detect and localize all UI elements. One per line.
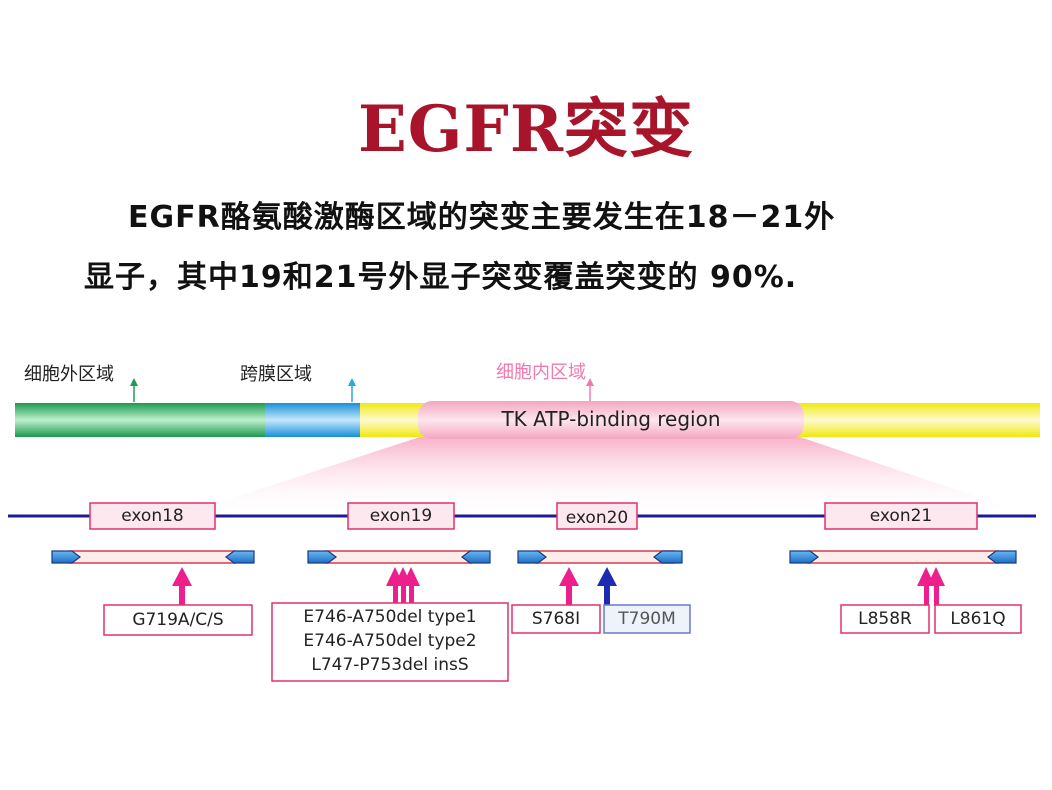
extracellular-pointer [130, 378, 138, 402]
intracellular-pointer [586, 378, 594, 402]
zoom-fan [180, 437, 1030, 515]
l861q-arrow [927, 567, 945, 606]
e746-a750del-type1-label: E746-A750del type1 [303, 607, 477, 627]
exon19-del-arrows [386, 567, 420, 606]
l861q-box [934, 604, 1022, 634]
g719-box [103, 604, 253, 636]
exon20-region-bar [517, 550, 683, 564]
exon19-label: exon19 [369, 506, 433, 526]
exon19-del-box [271, 602, 509, 682]
exon18-region-bar [51, 550, 255, 564]
l747-p753del-inss-label: L747-P753del insS [311, 655, 469, 675]
exon20-box [556, 502, 638, 530]
intracellular-label: 细胞内区域 [496, 362, 586, 383]
exon20-label: exon20 [565, 508, 629, 528]
exon21-region-bar [789, 550, 1017, 564]
extracellular-domain [15, 403, 265, 437]
description-line-1: EGFR酪氨酸激酶区域的突变主要发生在18－21外 [128, 200, 836, 235]
exon19-region-bar [307, 550, 491, 564]
page-title: EGFR突变 [357, 92, 695, 167]
l858r-arrow [917, 567, 935, 606]
tk-region-label: TK ATP-binding region [501, 407, 721, 431]
l861q-label: L861Q [950, 609, 1006, 629]
s768i-arrow [559, 567, 579, 606]
g719-label: G719A/C/S [132, 610, 224, 630]
transmembrane-pointer [348, 378, 356, 402]
exon18-label: exon18 [121, 506, 184, 526]
l858r-label: L858R [858, 609, 912, 629]
tk-atp-binding-region [418, 401, 804, 439]
exon21-box [824, 502, 978, 530]
g719-arrow [172, 567, 192, 606]
exon19-box [347, 502, 455, 530]
exon18-box [89, 502, 216, 530]
e746-a750del-type2-label: E746-A750del type2 [303, 631, 477, 651]
transmembrane-label: 跨膜区域 [240, 364, 312, 385]
transmembrane-domain [265, 403, 360, 437]
l858r-box [840, 604, 930, 634]
t790m-arrow [597, 567, 617, 606]
extracellular-label: 细胞外区域 [24, 364, 114, 385]
s768i-label: S768I [531, 609, 581, 629]
s768i-box [511, 604, 601, 634]
t790m-box [603, 604, 691, 634]
exon21-label: exon21 [869, 506, 933, 526]
t790m-label: T790M [618, 609, 676, 629]
description-line-2: 显子，其中19和21号外显子突变覆盖突变的 90%. [84, 260, 798, 295]
